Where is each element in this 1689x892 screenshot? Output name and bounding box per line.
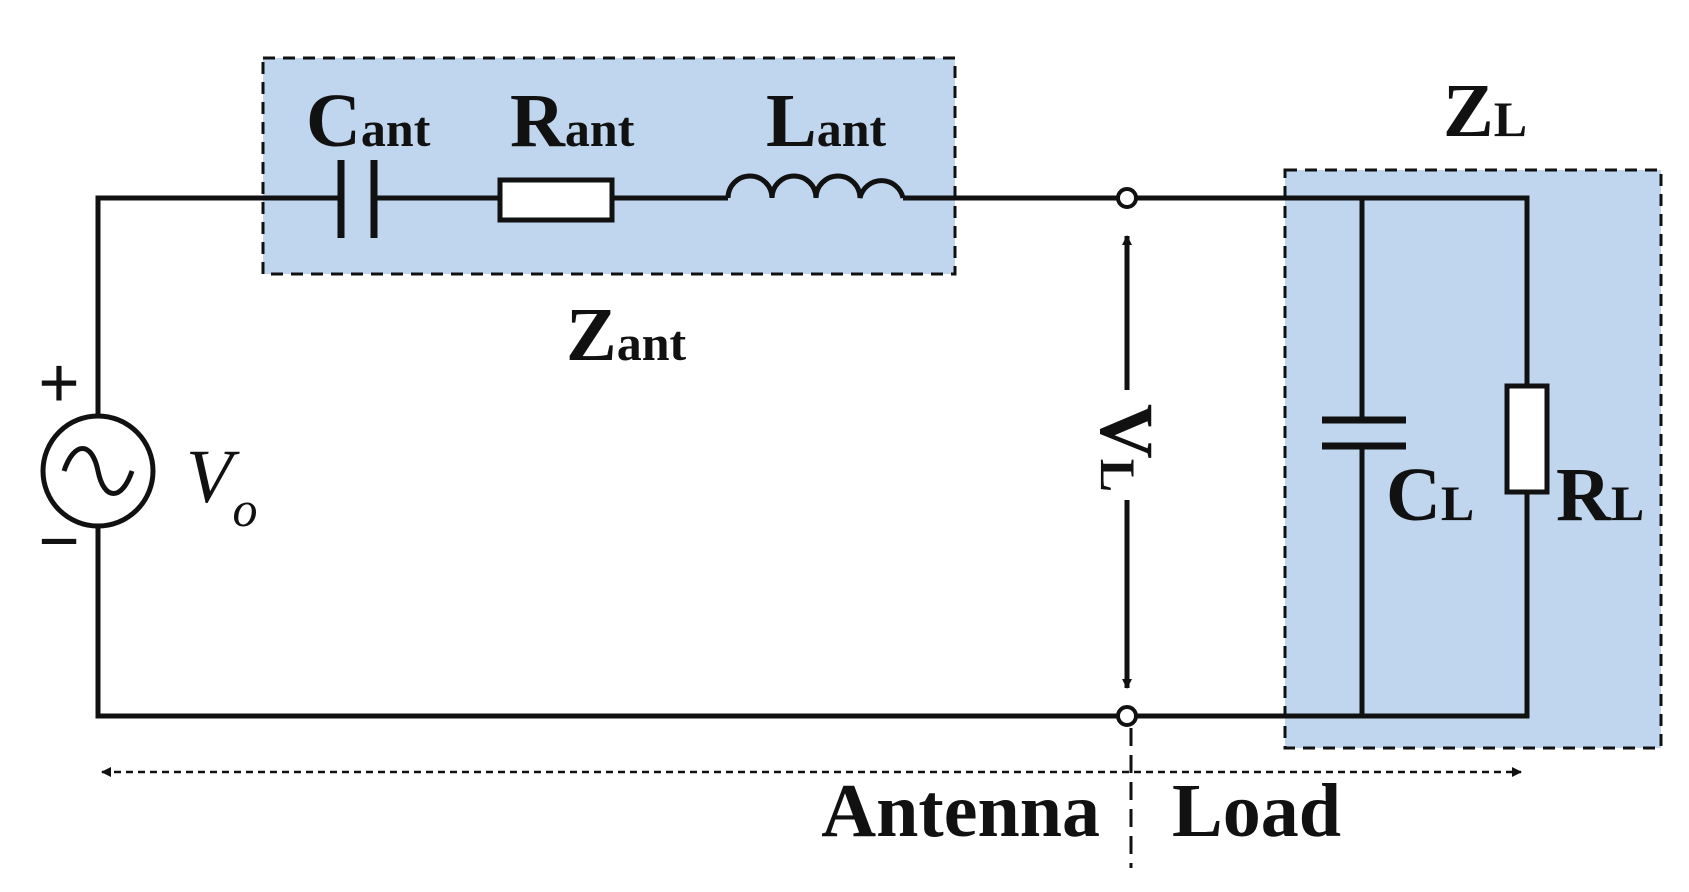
terminal-top: [1116, 187, 1138, 209]
label-load: Load: [1172, 769, 1341, 853]
label-minus: −: [38, 501, 80, 583]
label-c-l: CL: [1386, 453, 1474, 537]
terminal-bottom: [1116, 705, 1138, 727]
label-plus: +: [38, 343, 80, 425]
label-r-ant: Rant: [510, 79, 635, 163]
capacitor-c-ant: [337, 160, 378, 238]
ac-voltage-source: [40, 413, 156, 529]
antenna-impedance-block: [261, 56, 957, 276]
load-impedance-block: [1283, 168, 1663, 750]
resistor-r-l: [1504, 383, 1550, 495]
label-l-ant: Lant: [766, 79, 887, 163]
capacitor-c-l: [1322, 416, 1406, 450]
label-z-l: ZL: [1443, 69, 1527, 153]
label-v-o: Vo: [186, 435, 257, 537]
label-c-ant: Cant: [306, 79, 431, 163]
inductor-l-ant: [725, 173, 906, 199]
sine-wave-icon: [61, 446, 135, 496]
label-v-l: VL: [1084, 404, 1168, 492]
label-r-l: RL: [1556, 453, 1644, 537]
wires: [95, 195, 1530, 719]
resistor-r-ant: [497, 177, 615, 223]
label-antenna: Antenna: [821, 769, 1100, 853]
label-z-ant: Zant: [566, 293, 687, 377]
